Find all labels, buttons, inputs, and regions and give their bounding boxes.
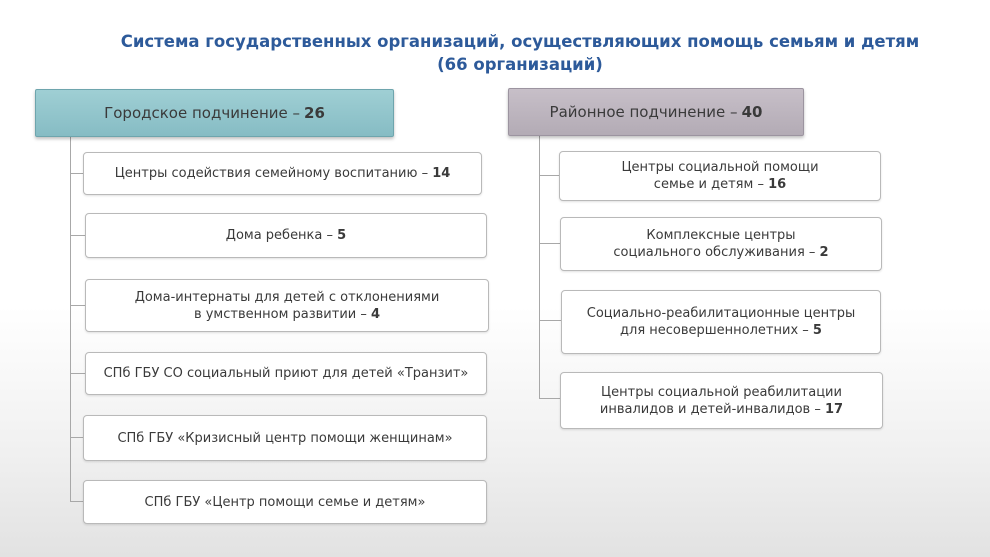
city-subordination-header: Городское подчинение –26 — [35, 89, 394, 137]
left-connector-5 — [70, 437, 83, 438]
city-item-transit-shelter: СПб ГБУ СО социальный приют для детей «Т… — [85, 352, 487, 395]
district-item-social-help-centers: Центры социальной помощи семье и детям –… — [559, 151, 881, 201]
city-header-label: Городское подчинение – — [104, 104, 301, 122]
item-count: 5 — [812, 323, 822, 338]
district-item-rehab-centers-minors: Социально-реабилитационные центры для не… — [561, 290, 881, 354]
left-connector-1 — [70, 173, 83, 174]
item-text-line-1: Комплексные центры — [646, 228, 796, 243]
city-item-baby-homes: Дома ребенка – 5 — [85, 213, 487, 258]
item-text-line-1: Центры социальной реабилитации — [601, 384, 842, 400]
left-connector-6 — [70, 501, 83, 502]
right-connector-4 — [539, 398, 560, 399]
item-text-line-1: Центры социальной помощи — [621, 160, 819, 175]
title-line-2: (66 организаций) — [437, 55, 603, 74]
right-tree-trunk — [539, 134, 540, 398]
left-connector-2 — [70, 235, 85, 236]
left-connector-4 — [70, 373, 85, 374]
item-text: СПб ГБУ «Кризисный центр помощи женщинам… — [117, 430, 453, 446]
district-header-count: 40 — [741, 103, 763, 121]
item-text-line-2: в умственном развитии – — [193, 306, 367, 322]
city-item-family-help-center: СПб ГБУ «Центр помощи семье и детям» — [83, 480, 487, 524]
district-item-disabled-rehab-centers: Центры социальной реабилитации инвалидов… — [560, 372, 883, 429]
city-header-count: 26 — [304, 104, 325, 122]
item-count: 14 — [432, 166, 451, 181]
item-count: 16 — [768, 177, 787, 192]
diagram-title: Система государственных организаций, осу… — [90, 30, 950, 76]
item-count: 5 — [337, 228, 347, 243]
item-text-line-1: Дома-интернаты для детей с отклонениями — [134, 289, 440, 305]
item-text-line-1: Социально-реабилитационные центры — [586, 306, 856, 321]
item-text: СПб ГБУ «Центр помощи семье и детям» — [144, 494, 426, 510]
district-item-complex-centers: Комплексные центры социального обслужива… — [560, 217, 882, 271]
item-text: Дома ребенка – — [225, 228, 334, 243]
right-connector-2 — [539, 243, 560, 244]
right-connector-1 — [539, 175, 559, 176]
right-connector-3 — [539, 320, 561, 321]
item-text-line-2: для несовершеннолетних – — [620, 323, 809, 338]
item-text: СПб ГБУ СО социальный приют для детей «Т… — [103, 366, 469, 381]
left-tree-trunk — [70, 135, 71, 501]
item-text-line-2: социального обслуживания – — [613, 245, 816, 260]
item-text-line-2: семье и детям – — [653, 177, 764, 192]
title-line-1: Система государственных организаций, осу… — [120, 32, 920, 51]
item-text-line-2: инвалидов и детей-инвалидов – — [599, 401, 821, 417]
district-subordination-header: Районное подчинение –40 — [508, 88, 804, 136]
left-connector-3 — [70, 305, 85, 306]
item-count: 2 — [819, 245, 829, 260]
item-count: 4 — [371, 306, 381, 322]
item-text: Центры содействия семейному воспитанию – — [114, 166, 429, 181]
item-count: 17 — [824, 401, 844, 417]
city-item-boarding-homes: Дома-интернаты для детей с отклонениями … — [85, 279, 489, 332]
city-item-family-upbringing-centers: Центры содействия семейному воспитанию –… — [83, 152, 482, 195]
city-item-crisis-center: СПб ГБУ «Кризисный центр помощи женщинам… — [83, 415, 487, 461]
district-header-label: Районное подчинение – — [549, 103, 738, 121]
